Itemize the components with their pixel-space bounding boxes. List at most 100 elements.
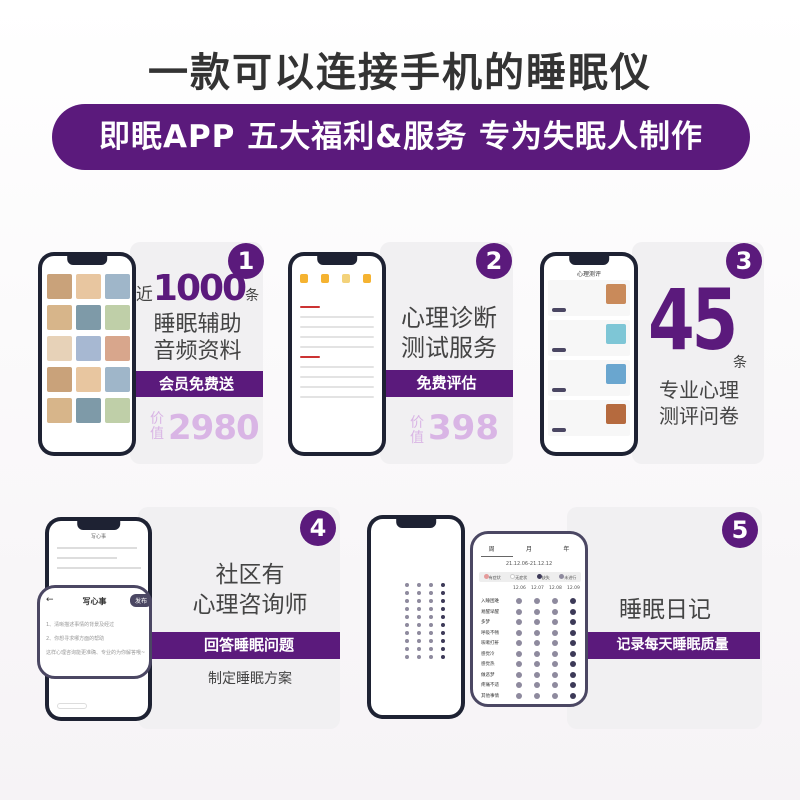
audio-thumbnail <box>76 305 101 330</box>
start-test-button[interactable] <box>552 348 566 352</box>
period-tabs[interactable]: 周 月 年 <box>473 544 585 553</box>
diary-dot <box>429 583 433 587</box>
diary-dot <box>429 639 433 643</box>
text-line <box>300 376 374 378</box>
diary-dot <box>429 623 433 627</box>
card-4-badge: 4 <box>300 510 336 546</box>
symptom-label: 多梦 <box>481 620 490 625</box>
compose-title: 写心事 <box>82 597 107 606</box>
symptom-label: 咳嗽打鼾 <box>481 641 499 646</box>
diary-dot <box>570 650 576 657</box>
compose-hints[interactable]: 1、清晰描述事情的背景及经过 2、你想寻求哪方面的帮助 这样心理咨询能更准确、专… <box>46 618 150 660</box>
promo-banner: 即眠APP 五大福利&服务 专为失眠人制作 <box>52 104 750 170</box>
symptom-label: 做恶梦 <box>481 672 495 678</box>
diary-dot <box>570 661 576 667</box>
diary-dot <box>552 661 558 667</box>
diary-dot <box>417 639 421 643</box>
diary-dot <box>441 607 445 611</box>
tab-month[interactable]: 月 <box>525 546 532 553</box>
card-2-panel <box>380 242 513 464</box>
questionnaire-thumbnail <box>606 404 626 424</box>
back-arrow-icon[interactable]: ← <box>46 595 54 605</box>
text-line <box>300 396 374 398</box>
questionnaire-thumbnail <box>606 364 626 384</box>
tab-year[interactable]: 年 <box>563 546 570 553</box>
diary-dot <box>570 682 576 688</box>
diary-dot <box>405 599 409 603</box>
audio-thumbnail <box>47 274 72 299</box>
start-test-button[interactable] <box>552 428 566 432</box>
card-2-bar: 免费评估 <box>380 370 513 397</box>
audio-thumbnail <box>47 367 72 392</box>
card-4-panel <box>138 507 340 729</box>
date-label: 12.08 <box>549 586 562 591</box>
card-3-panel <box>632 242 764 464</box>
phone-title: 心理测评 <box>576 271 601 278</box>
hint-line: 2、你想寻求哪方面的帮助 <box>46 636 105 642</box>
phone-questionnaires: 心理测评 <box>540 252 638 456</box>
symptom-label: 易醒早醒 <box>481 609 499 615</box>
compose-bubble: ← 写心事 发布 1、清晰描述事情的背景及经过 2、你想寻求哪方面的帮助 这样心… <box>37 585 152 679</box>
diary-dot <box>405 607 409 611</box>
diary-dot <box>570 608 576 615</box>
phone-sleep-diary <box>367 515 465 719</box>
diary-dot <box>534 682 540 688</box>
text-line <box>300 306 320 308</box>
card-3-line2: 测评问卷 <box>659 404 739 428</box>
diary-dot <box>429 615 433 619</box>
diary-dot <box>552 640 558 646</box>
date-range: 21.12.06-21.12.12 <box>505 561 553 567</box>
suffix: 条 <box>245 288 260 304</box>
symptom-label: 感觉冷 <box>481 651 495 657</box>
diary-dot <box>552 608 558 615</box>
diary-dot <box>417 655 421 659</box>
card-4-line3: 制定睡眠方案 <box>208 671 292 687</box>
count: 1000 <box>152 268 247 309</box>
audio-thumbnail <box>47 336 72 361</box>
diary-dot <box>405 655 409 659</box>
tab-week[interactable]: 周 <box>488 546 495 553</box>
text-line <box>300 336 374 338</box>
diary-dot <box>552 629 558 636</box>
diary-dot <box>552 619 558 625</box>
legend: 有症状 无症状 缺失 未进行 <box>479 572 581 582</box>
menu-icon <box>363 274 371 283</box>
card-3-count: 45 <box>648 271 738 369</box>
card-4-line2: 心理咨询师 <box>192 592 308 618</box>
legend-missing: 缺失 <box>536 573 550 581</box>
start-test-button[interactable] <box>552 388 566 392</box>
diary-dot <box>534 661 540 667</box>
diary-dot <box>405 647 409 651</box>
value-number: 398 <box>428 408 499 448</box>
card-2-line2: 测试服务 <box>401 334 497 362</box>
diary-dot <box>417 631 421 635</box>
diary-dot <box>552 598 558 604</box>
diary-dot <box>552 671 558 678</box>
card-4-bar: 回答睡眠问题 <box>138 632 340 659</box>
legend-no-symptom: 无症状 <box>510 573 527 581</box>
diary-dot <box>534 608 540 615</box>
date-label: 12.09 <box>567 586 580 591</box>
start-test-button[interactable] <box>552 308 566 312</box>
diary-dot <box>516 598 522 604</box>
diary-dot <box>534 629 540 636</box>
diary-dot <box>534 671 540 678</box>
diary-dot <box>570 640 576 646</box>
value-label: 值 <box>150 426 164 442</box>
date-label: 12.07 <box>531 586 544 591</box>
publish-button[interactable]: 发布 <box>129 594 152 607</box>
diary-dot <box>516 619 522 625</box>
diary-dot <box>570 598 576 604</box>
audio-thumbnail <box>47 305 72 330</box>
diary-dot <box>552 682 558 688</box>
diary-dot <box>429 599 433 603</box>
card-3-suffix: 条 <box>733 355 747 371</box>
diary-dot <box>405 639 409 643</box>
date-label: 12.06 <box>513 586 526 591</box>
card-3-badge: 3 <box>726 243 762 279</box>
menu-icon <box>342 274 350 283</box>
symptom-label: 入睡困难 <box>481 599 499 604</box>
audio-thumbnail <box>105 274 130 299</box>
value-label: 值 <box>410 430 424 446</box>
